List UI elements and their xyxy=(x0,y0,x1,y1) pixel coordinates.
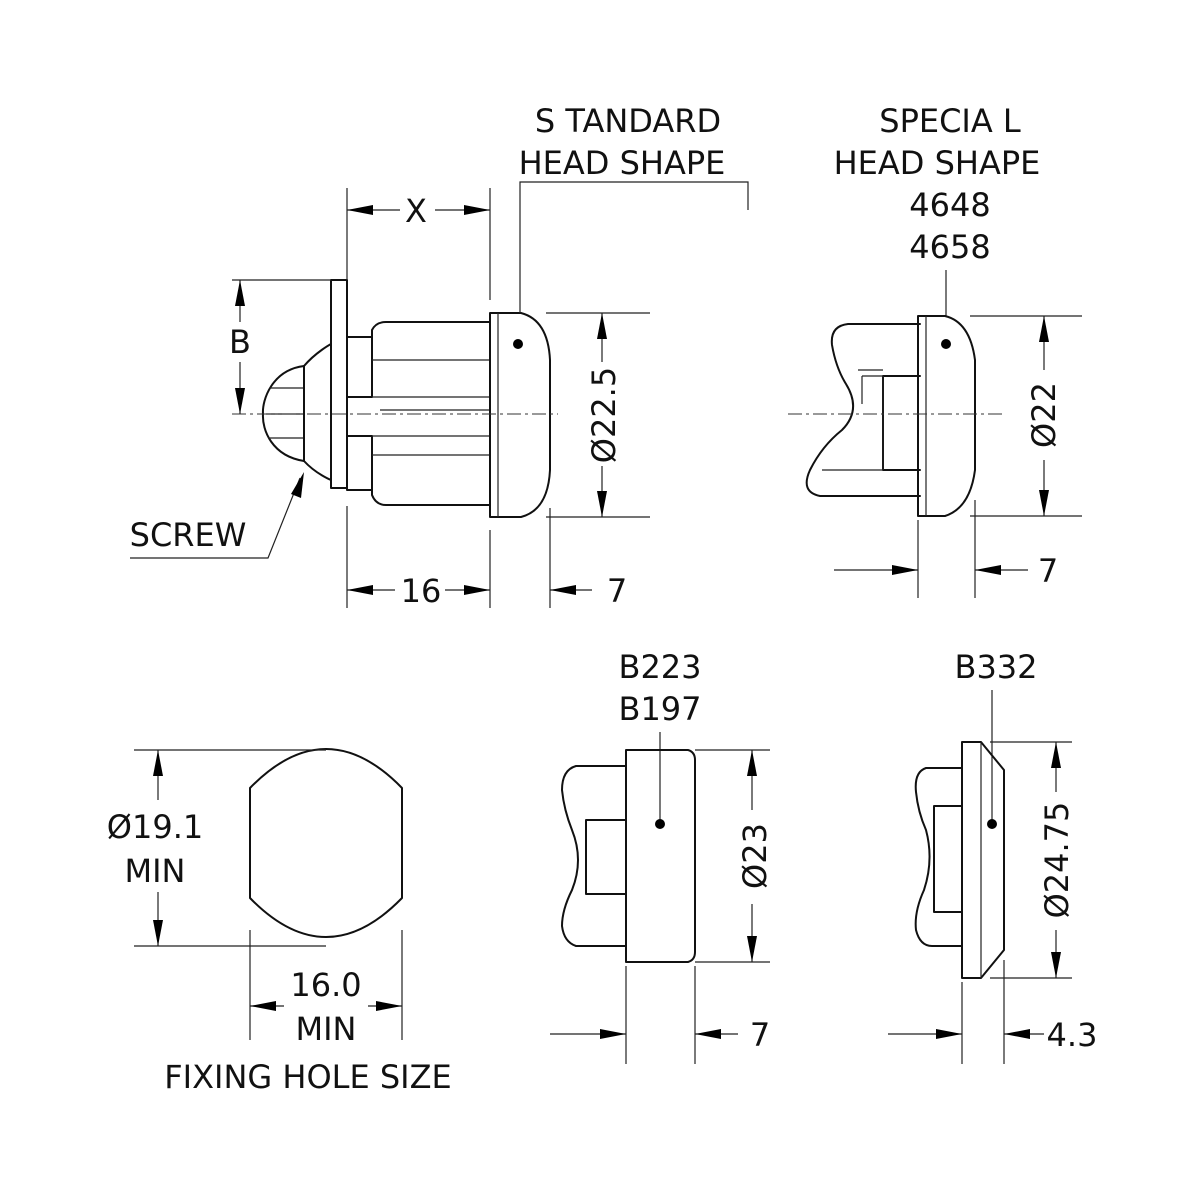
standard-title-line1: S TANDARD xyxy=(535,102,721,140)
special-title-line1: SPECIA L xyxy=(879,102,1021,140)
b332-dim-head: 4.3 xyxy=(1047,1016,1098,1054)
b223-keyway-dot xyxy=(655,819,665,829)
b223-lock-view: B223 B197 Ø23 7 xyxy=(550,648,774,1064)
fixing-hole-outline xyxy=(249,748,403,938)
standard-head xyxy=(489,312,551,518)
special-lock-view: SPECIA L HEAD SHAPE 4648 4658 Ø22 xyxy=(788,102,1082,598)
special-keyway-dot xyxy=(941,339,951,349)
standard-dim-head: 7 xyxy=(607,572,627,610)
special-code-1: 4648 xyxy=(909,186,990,224)
fixing-dim-height-1: Ø19.1 xyxy=(107,808,203,846)
b223-dim-head: 7 xyxy=(750,1016,770,1054)
screw-label: SCREW xyxy=(130,516,247,554)
special-code-2: 4658 xyxy=(909,228,990,266)
lower-lug xyxy=(346,435,373,491)
b332-cam xyxy=(914,767,963,947)
b332-dim-diameter: Ø24.75 xyxy=(1038,802,1076,919)
standard-dim-length: 16 xyxy=(401,572,442,610)
special-cam xyxy=(805,323,921,497)
fixing-dim-width-1: 16.0 xyxy=(290,966,361,1004)
standard-lock-view: X B Ø22.5 16 7 SCREW S TANDARD HEAD SHAP… xyxy=(130,102,749,610)
b223-cam xyxy=(561,765,627,947)
b223-code-2: B197 xyxy=(618,690,701,728)
standard-title-line2: HEAD SHAPE xyxy=(519,144,726,182)
b332-code-1: B332 xyxy=(954,648,1037,686)
fixing-hole-view: Ø19.1 MIN 16.0 MIN FIXING HOLE SIZE xyxy=(107,748,452,1096)
b223-dim-diameter: Ø23 xyxy=(736,823,774,889)
b223-code-1: B223 xyxy=(618,648,701,686)
special-head xyxy=(917,315,976,517)
fixing-dim-height-2: MIN xyxy=(125,852,186,890)
special-title-line2: HEAD SHAPE xyxy=(834,144,1041,182)
fixing-dim-width-2: MIN xyxy=(296,1010,357,1048)
b223-head xyxy=(625,749,696,963)
b332-keyway-dot xyxy=(987,819,997,829)
special-dim-diameter: Ø22 xyxy=(1025,382,1063,448)
special-dim-head: 7 xyxy=(1038,552,1058,590)
standard-dim-x: X xyxy=(405,192,427,230)
standard-dim-diameter: Ø22.5 xyxy=(585,367,623,463)
upper-lug xyxy=(346,336,373,398)
standard-dim-b: B xyxy=(229,323,251,361)
fixing-hole-caption: FIXING HOLE SIZE xyxy=(164,1058,451,1096)
keyway-dot xyxy=(513,339,523,349)
b332-lock-view: B332 Ø24.75 4.3 xyxy=(888,648,1097,1064)
